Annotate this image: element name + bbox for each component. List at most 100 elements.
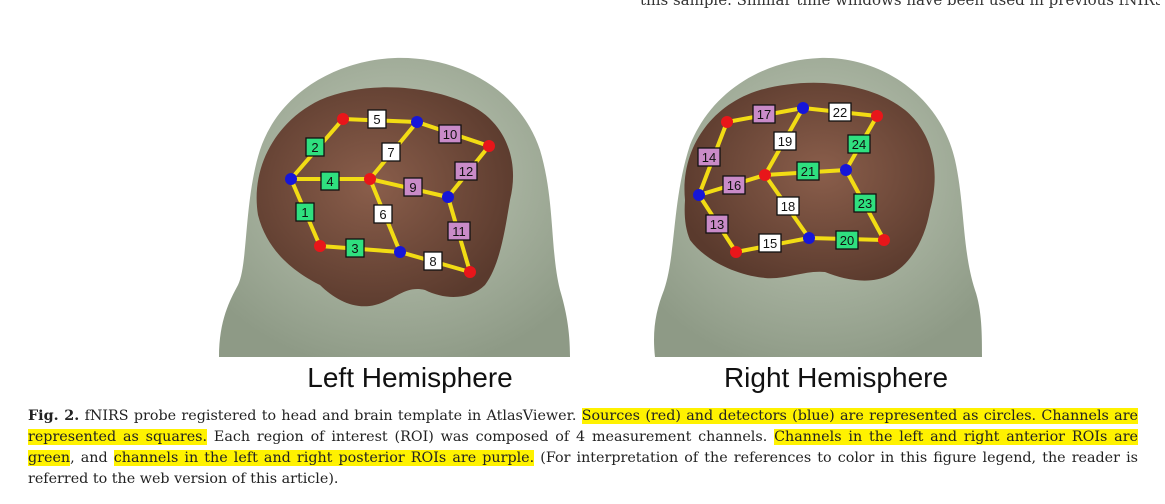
source-optode	[730, 246, 742, 258]
channel-square	[305, 137, 325, 157]
channel-label: 4	[326, 174, 333, 189]
channel-label: 10	[443, 127, 457, 142]
channel-19: 19	[773, 131, 797, 151]
channel-square	[403, 177, 423, 197]
channel-square	[828, 102, 852, 122]
channel-label: 7	[387, 145, 394, 160]
channel-1: 1	[295, 202, 315, 222]
source-optode	[464, 266, 476, 278]
channel-square	[438, 124, 462, 144]
channel-square	[847, 134, 871, 154]
channel-8: 8	[423, 251, 443, 271]
channel-square	[758, 233, 782, 253]
source-optode	[759, 169, 771, 181]
source-optode	[721, 116, 733, 128]
detector-optode	[394, 246, 406, 258]
left-hemisphere-label: Left Hemisphere	[307, 362, 513, 393]
source-optode	[314, 240, 326, 252]
detector-optode	[411, 116, 423, 128]
channel-9: 9	[403, 177, 423, 197]
channel-square	[773, 131, 797, 151]
channel-square	[447, 221, 471, 241]
channel-12: 12	[454, 161, 478, 181]
channel-label: 2	[311, 140, 318, 155]
channel-15: 15	[758, 233, 782, 253]
channel-label: 6	[379, 207, 386, 222]
channel-label: 3	[351, 241, 358, 256]
detector-optode	[693, 189, 705, 201]
caption-text: (For interpretation of the references to…	[28, 450, 1138, 487]
caption-text: Each region of interest (ROI) was compos…	[207, 429, 775, 445]
caption-highlight: channels in the left and right posterior…	[113, 450, 535, 466]
channel-square	[722, 175, 746, 195]
channel-5: 5	[367, 109, 387, 129]
brain-shape	[684, 82, 935, 281]
channel-14: 14	[697, 147, 721, 167]
channel-3: 3	[345, 238, 365, 258]
channel-label: 15	[763, 236, 777, 251]
channel-label: 1	[301, 205, 308, 220]
channel-11: 11	[447, 221, 471, 241]
right-hemisphere-render: 13 14 15 16 17 18 19 20 21 22 23 24	[654, 57, 982, 358]
channel-label: 23	[858, 196, 872, 211]
figure-label: Fig. 2.	[28, 408, 80, 424]
channel-label: 16	[727, 178, 741, 193]
channel-16: 16	[722, 175, 746, 195]
channel-square	[796, 161, 820, 181]
channel-10: 10	[438, 124, 462, 144]
channel-24: 24	[847, 134, 871, 154]
channel-label: 19	[778, 134, 792, 149]
channel-label: 24	[852, 137, 866, 152]
source-optode	[364, 173, 376, 185]
channel-17: 17	[752, 104, 776, 124]
detector-optode	[442, 191, 454, 203]
channel-2: 2	[305, 137, 325, 157]
channel-square	[697, 147, 721, 167]
channel-square	[367, 109, 387, 129]
channel-22: 22	[828, 102, 852, 122]
channel-square	[295, 202, 315, 222]
channel-13: 13	[705, 214, 729, 234]
channel-label: 12	[459, 164, 473, 179]
right-hemisphere-label: Right Hemisphere	[723, 362, 949, 393]
detector-optode	[797, 102, 809, 114]
channel-23: 23	[853, 193, 877, 213]
channel-square	[381, 142, 401, 162]
channel-square	[454, 161, 478, 181]
channel-18: 18	[776, 196, 800, 216]
channel-label: 20	[840, 233, 854, 248]
channel-square	[320, 171, 340, 191]
channel-label: 11	[452, 224, 466, 239]
source-optode	[871, 110, 883, 122]
channel-7: 7	[381, 142, 401, 162]
channel-square	[776, 196, 800, 216]
channel-square	[345, 238, 365, 258]
source-optode	[878, 234, 890, 246]
detector-optode	[803, 232, 815, 244]
channel-label: 5	[373, 112, 380, 127]
channel-square	[373, 204, 393, 224]
channel-square	[423, 251, 443, 271]
channel-label: 21	[801, 164, 815, 179]
detector-optode	[840, 164, 852, 176]
detector-optode	[285, 173, 297, 185]
channel-square	[835, 230, 859, 250]
channel-6: 6	[373, 204, 393, 224]
channel-label: 18	[781, 199, 795, 214]
channel-label: 8	[429, 254, 436, 269]
source-optode	[337, 113, 349, 125]
channel-label: 17	[757, 107, 771, 122]
caption-text: fNIRS probe registered to head and brain…	[79, 408, 582, 424]
channel-square	[705, 214, 729, 234]
channel-4: 4	[320, 171, 340, 191]
channel-20: 20	[835, 230, 859, 250]
figure-caption: Fig. 2. fNIRS probe registered to head a…	[28, 406, 1138, 490]
channel-square	[853, 193, 877, 213]
channel-21: 21	[796, 161, 820, 181]
channel-label: 22	[833, 105, 847, 120]
top-text-fragment: this sample. Similar time windows have b…	[640, 0, 1160, 9]
caption-text: , and	[70, 450, 114, 466]
channel-square	[752, 104, 776, 124]
